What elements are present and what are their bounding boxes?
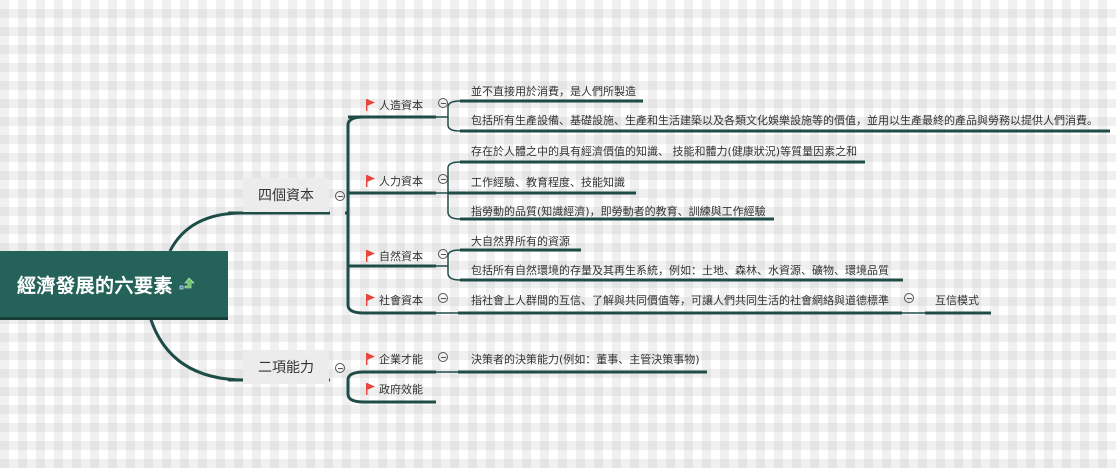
subtopic-label: 自然資本 <box>379 250 423 263</box>
collapse-button[interactable] <box>438 352 448 362</box>
flag-icon <box>366 250 375 262</box>
subtopic-label: 社會資本 <box>379 294 423 307</box>
collapse-button[interactable] <box>438 293 448 303</box>
leaf-topic[interactable]: 包括所有自然環境的存量及其再生系統，例如：土地、森林、水資源、礦物、環境品質 <box>471 264 889 277</box>
root-topic[interactable]: 經濟發展的六要素 <box>0 251 228 317</box>
leaf-topic[interactable]: 並不直接用於消費，是人們所製造 <box>471 85 636 98</box>
main-topic-two-abilities[interactable]: 二項能力 <box>243 350 329 384</box>
leaf-topic[interactable]: 大自然界所有的資源 <box>471 235 570 248</box>
subtopic-label: 人力資本 <box>379 175 423 188</box>
subtopic-label: 人造資本 <box>379 99 423 112</box>
subtopic-man-made-capital[interactable]: 人造資本 <box>366 97 423 113</box>
leaf-topic[interactable]: 包括所有生產設備、基礎設施、生產和生活建築以及各類文化娛樂設施等的價值，並用以生… <box>471 114 1098 127</box>
flag-icon <box>366 353 375 365</box>
collapse-button[interactable] <box>438 98 448 108</box>
subtopic-label: 政府效能 <box>379 383 423 396</box>
subtopic-government-efficiency[interactable]: 政府效能 <box>366 381 423 397</box>
subtopic-social-capital[interactable]: 社會資本 <box>366 292 423 308</box>
leaf-topic[interactable]: 決策者的決策能力(例如：董事、主管決策事物) <box>471 353 700 366</box>
flag-icon <box>366 294 375 306</box>
collapse-button[interactable] <box>335 363 345 373</box>
leaf-topic[interactable]: 指社會上人群間的互信、了解與共同價值等，可讓人們共同生活的社會網絡與道德標準 <box>471 294 889 307</box>
collapse-button[interactable] <box>438 249 448 259</box>
collapse-button[interactable] <box>438 174 448 184</box>
subtopic-entrepreneurship[interactable]: 企業才能 <box>366 351 423 367</box>
leaf-topic[interactable]: 工作經驗、教育程度、技能知識 <box>471 176 625 189</box>
collapse-button[interactable] <box>904 293 914 303</box>
subtopic-human-capital[interactable]: 人力資本 <box>366 173 423 189</box>
main-topic-label: 二項能力 <box>258 360 314 376</box>
subtopic-label: 企業才能 <box>379 353 423 366</box>
upgrade-arrow-icon[interactable] <box>179 276 195 292</box>
subtopic-natural-capital[interactable]: 自然資本 <box>366 248 423 264</box>
flag-icon <box>366 175 375 187</box>
root-topic-label: 經濟發展的六要素 <box>17 274 174 297</box>
leaf-topic[interactable]: 存在於人體之中的具有經濟價值的知識、 技能和體力(健康狀況)等質量因素之和 <box>471 145 858 158</box>
main-topic-four-capitals[interactable]: 四個資本 <box>243 178 329 212</box>
leaf-topic[interactable]: 互信模式 <box>935 294 979 307</box>
leaf-topic[interactable]: 指勞動的品質(知識經濟)，即勞動者的教育、訓練與工作經驗 <box>471 205 766 218</box>
flag-icon <box>366 99 375 111</box>
collapse-button[interactable] <box>335 191 345 201</box>
flag-icon <box>366 383 375 395</box>
main-topic-label: 四個資本 <box>258 188 314 204</box>
